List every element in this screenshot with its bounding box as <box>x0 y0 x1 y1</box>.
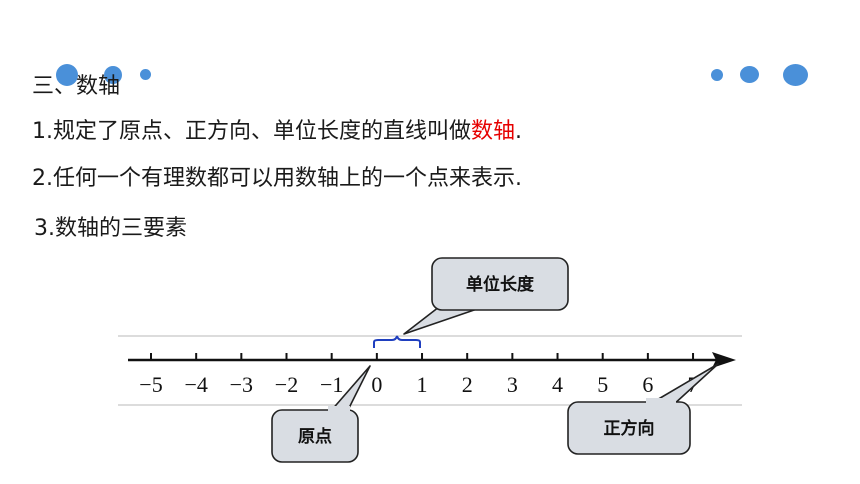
axis-tick-labels: −5−4−3−2−101234567 <box>139 372 698 397</box>
origin-callout: 原点 <box>271 365 371 463</box>
unit-brace <box>373 335 421 348</box>
axis-tick-label: −4 <box>184 372 207 397</box>
axis-tick-label: 4 <box>552 372 563 397</box>
decor-dot <box>140 69 151 80</box>
three-elements-line: 3.数轴的三要素 <box>34 216 187 241</box>
axis-tick-label: 2 <box>462 372 473 397</box>
decor-dot <box>104 66 122 84</box>
positive-direction-label: 正方向 <box>604 418 655 439</box>
axis-tick-label: −3 <box>230 372 253 397</box>
decor-dot <box>783 64 808 86</box>
positive-direction-callout: 正方向 <box>567 363 719 455</box>
unit-length-callout: 单位长度 <box>403 257 569 335</box>
definition-text: 1.规定了原点、正方向、单位长度的直线叫做 <box>32 119 471 144</box>
unit-length-label: 单位长度 <box>466 274 535 295</box>
section-heading: 三、数轴 <box>32 74 121 99</box>
definition-line: 1.规定了原点、正方向、单位长度的直线叫做数轴. <box>32 113 522 145</box>
definition-period: . <box>515 119 523 144</box>
axis-tick-label: −1 <box>320 372 343 397</box>
axis-tick-label: 3 <box>507 372 518 397</box>
axis-tick-label: −2 <box>275 372 298 397</box>
axis-tick-label: 5 <box>597 372 608 397</box>
highlight-term: 数轴 <box>471 119 516 144</box>
axis-tick-label: 6 <box>642 372 653 397</box>
axis-ticks <box>150 353 695 360</box>
statement-line: 2.任何一个有理数都可以用数轴上的一个点来表示. <box>32 166 522 191</box>
decor-dot <box>740 66 759 83</box>
origin-label: 原点 <box>298 426 332 447</box>
decor-dot <box>56 64 78 86</box>
axis-tick-label: 1 <box>417 372 428 397</box>
decor-dot <box>711 69 723 81</box>
axis-tick-label: 0 <box>371 372 382 397</box>
axis-tick-label: −5 <box>139 372 162 397</box>
